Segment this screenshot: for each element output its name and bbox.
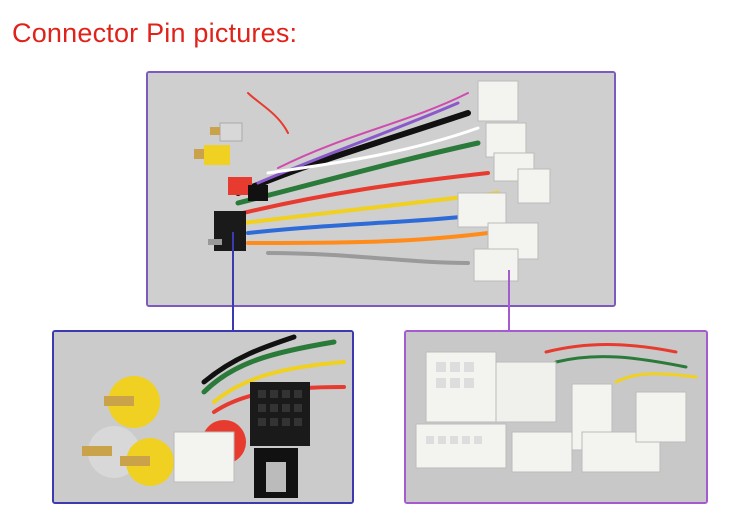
pointer-line-right xyxy=(508,270,510,332)
pointer-line-left xyxy=(232,232,234,332)
rca-connector-photo xyxy=(52,330,354,504)
page-title: Connector Pin pictures: xyxy=(12,18,298,48)
white-connector-photo xyxy=(404,330,708,504)
harness-overview-photo xyxy=(146,71,616,307)
